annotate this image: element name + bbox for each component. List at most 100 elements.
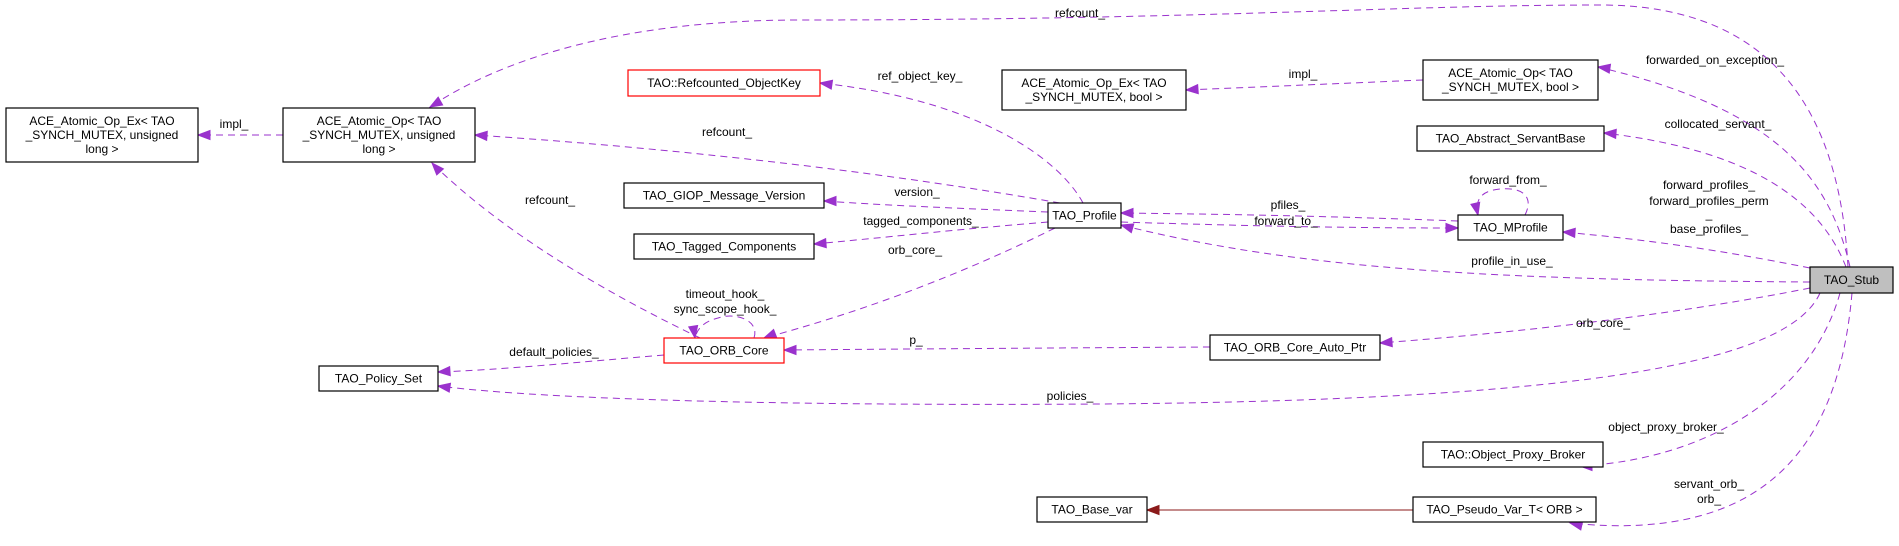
node-box[interactable] bbox=[282, 107, 476, 163]
edge-stub-to-profile: profile_in_use_ bbox=[1119, 223, 1811, 283]
node-orb-core[interactable]: TAO_ORB_Core bbox=[663, 337, 785, 364]
node-box[interactable] bbox=[623, 182, 825, 209]
edge-mprofile-to-mprofile: forward_from_ bbox=[1469, 173, 1547, 217]
node-label: _SYNCH_MUTEX, unsigned bbox=[25, 128, 179, 142]
node-box[interactable] bbox=[1422, 59, 1599, 101]
usage-edge-line bbox=[1120, 224, 1811, 283]
edge-ace_atomic_op_ulong-to-ace_atomic_op_ex_ulong: impl_ bbox=[196, 117, 283, 141]
node-label: TAO_Pseudo_Var_T< ORB > bbox=[1426, 503, 1582, 517]
arrowhead-icon bbox=[1145, 504, 1160, 516]
node-box[interactable] bbox=[1036, 496, 1148, 523]
node-box[interactable] bbox=[633, 233, 815, 260]
node-label: _SYNCH_MUTEX, unsigned bbox=[302, 128, 456, 142]
node-ace-atomic-op-ex-bool[interactable]: ACE_Atomic_Op_Ex< TAO_SYNCH_MUTEX, bool … bbox=[1001, 69, 1187, 111]
edge-label: version_ bbox=[894, 185, 940, 199]
edges-layer: impl_refcount_refcount_refcount_ref_obje… bbox=[196, 4, 1853, 531]
usage-edge-line bbox=[1120, 212, 1459, 222]
node-label: TAO_Policy_Set bbox=[335, 372, 423, 386]
node-box[interactable] bbox=[1457, 214, 1564, 241]
edge-label: default_policies_ bbox=[509, 345, 599, 359]
edge-profile-to-giop_message_version: version_ bbox=[822, 185, 1049, 213]
arrowhead-icon bbox=[1378, 336, 1393, 348]
node-box[interactable] bbox=[1416, 125, 1605, 152]
edge-stub-to-mprofile: forward_profiles_forward_profiles_perm_b… bbox=[1561, 178, 1811, 269]
edge-stub-to-abstract_servantbase: collocated_servant_ bbox=[1602, 117, 1847, 268]
edge-label: forwarded_on_exception_ bbox=[1646, 53, 1784, 67]
arrowhead-icon bbox=[1119, 207, 1134, 219]
node-ace-atomic-op-ulong[interactable]: ACE_Atomic_Op< TAO_SYNCH_MUTEX, unsigned… bbox=[282, 107, 476, 163]
node-policy-set[interactable]: TAO_Policy_Set bbox=[318, 365, 439, 392]
node-label: TAO_Tagged_Components bbox=[652, 240, 797, 254]
edge-label: forward_from_ bbox=[1469, 173, 1547, 187]
usage-edge-line bbox=[1185, 79, 1424, 91]
edge-label: pfiles_ bbox=[1271, 198, 1306, 212]
edge-label: orb_ bbox=[1697, 492, 1721, 506]
edge-label: refcount_ bbox=[1055, 6, 1105, 20]
node-box[interactable] bbox=[663, 337, 785, 364]
usage-edge-line bbox=[429, 4, 1849, 268]
arrowhead-icon bbox=[762, 328, 778, 339]
node-box[interactable] bbox=[1422, 441, 1604, 468]
edge-label: refcount_ bbox=[525, 193, 575, 207]
node-label: long > bbox=[362, 142, 395, 156]
edge-label: profile_in_use_ bbox=[1471, 254, 1553, 268]
node-giop-message-version[interactable]: TAO_GIOP_Message_Version bbox=[623, 182, 825, 209]
nodes-layer: ACE_Atomic_Op_Ex< TAO_SYNCH_MUTEX, unsig… bbox=[5, 59, 1894, 523]
node-box[interactable] bbox=[1209, 334, 1381, 361]
usage-edge-line bbox=[813, 221, 1049, 245]
node-label: TAO::Refcounted_ObjectKey bbox=[647, 76, 801, 90]
node-tagged-components[interactable]: TAO_Tagged_Components bbox=[633, 233, 815, 260]
node-label: ACE_Atomic_Op< TAO bbox=[1448, 66, 1573, 80]
node-label: _SYNCH_MUTEX, bool > bbox=[1024, 90, 1162, 104]
node-box[interactable] bbox=[1001, 69, 1187, 111]
usage-edge-line bbox=[1579, 292, 1841, 467]
usage-edge-line bbox=[1379, 287, 1811, 344]
node-ace-atomic-op-bool[interactable]: ACE_Atomic_Op< TAO_SYNCH_MUTEX, bool > bbox=[1422, 59, 1599, 101]
node-refcounted-objectkey[interactable]: TAO::Refcounted_ObjectKey bbox=[627, 69, 821, 97]
node-object-proxy-broker[interactable]: TAO::Object_Proxy_Broker bbox=[1422, 441, 1604, 468]
node-base-var[interactable]: TAO_Base_var bbox=[1036, 496, 1148, 523]
node-box[interactable] bbox=[1047, 202, 1122, 229]
edge-label: orb_core_ bbox=[888, 243, 942, 257]
arrowhead-icon bbox=[687, 324, 699, 340]
edge-label: p_ bbox=[909, 333, 923, 347]
edge-label: object_proxy_broker_ bbox=[1608, 420, 1724, 434]
node-label: TAO_GIOP_Message_Version bbox=[643, 189, 806, 203]
node-label: TAO::Object_Proxy_Broker bbox=[1441, 448, 1586, 462]
arrowhead-icon bbox=[1470, 201, 1481, 217]
edge-label: forward_to_ bbox=[1254, 214, 1318, 228]
arrowhead-icon bbox=[428, 96, 444, 108]
edge-mprofile-to-profile: pfiles_ bbox=[1119, 198, 1459, 222]
arrowhead-icon bbox=[818, 79, 834, 90]
edge-orb_core-to-ace_atomic_op_ulong: refcount_ bbox=[431, 161, 701, 339]
edge-stub-to-ace_atomic_op_ulong: refcount_ bbox=[428, 4, 1849, 268]
node-stub[interactable]: TAO_Stub bbox=[1809, 266, 1894, 294]
node-label: TAO_ORB_Core_Auto_Ptr bbox=[1224, 341, 1367, 355]
arrowhead-icon bbox=[812, 237, 827, 249]
node-label: TAO_Base_var bbox=[1051, 503, 1132, 517]
usage-edge-line bbox=[437, 354, 665, 373]
edge-ace_atomic_op_bool-to-ace_atomic_op_ex_bool: impl_ bbox=[1184, 67, 1424, 95]
node-label: ACE_Atomic_Op_Ex< TAO bbox=[29, 114, 174, 128]
usage-edge-line bbox=[437, 292, 1821, 405]
arrowhead-icon bbox=[1596, 63, 1612, 74]
usage-edge-line bbox=[1562, 231, 1811, 269]
edge-label: policies_ bbox=[1047, 389, 1094, 403]
node-box[interactable] bbox=[1809, 266, 1894, 294]
edge-pseudo_var_t_orb-to-base_var bbox=[1145, 504, 1413, 516]
node-orb-core-auto-ptr[interactable]: TAO_ORB_Core_Auto_Ptr bbox=[1209, 334, 1381, 361]
arrowhead-icon bbox=[436, 365, 451, 377]
usage-edge-line bbox=[1597, 66, 1851, 268]
edge-label: refcount_ bbox=[702, 125, 752, 139]
node-ace-atomic-op-ex-ulong[interactable]: ACE_Atomic_Op_Ex< TAO_SYNCH_MUTEX, unsig… bbox=[5, 107, 199, 163]
node-box[interactable] bbox=[5, 107, 199, 163]
node-box[interactable] bbox=[318, 365, 439, 392]
node-box[interactable] bbox=[627, 69, 821, 97]
node-abstract-servantbase[interactable]: TAO_Abstract_ServantBase bbox=[1416, 125, 1605, 152]
node-mprofile[interactable]: TAO_MProfile bbox=[1457, 214, 1564, 241]
edge-profile-to-mprofile: forward_to_ bbox=[1120, 214, 1460, 234]
node-pseudo-var-t-orb[interactable]: TAO_Pseudo_Var_T< ORB > bbox=[1412, 496, 1597, 523]
node-profile[interactable]: TAO_Profile bbox=[1047, 202, 1122, 229]
node-box[interactable] bbox=[1412, 496, 1597, 523]
